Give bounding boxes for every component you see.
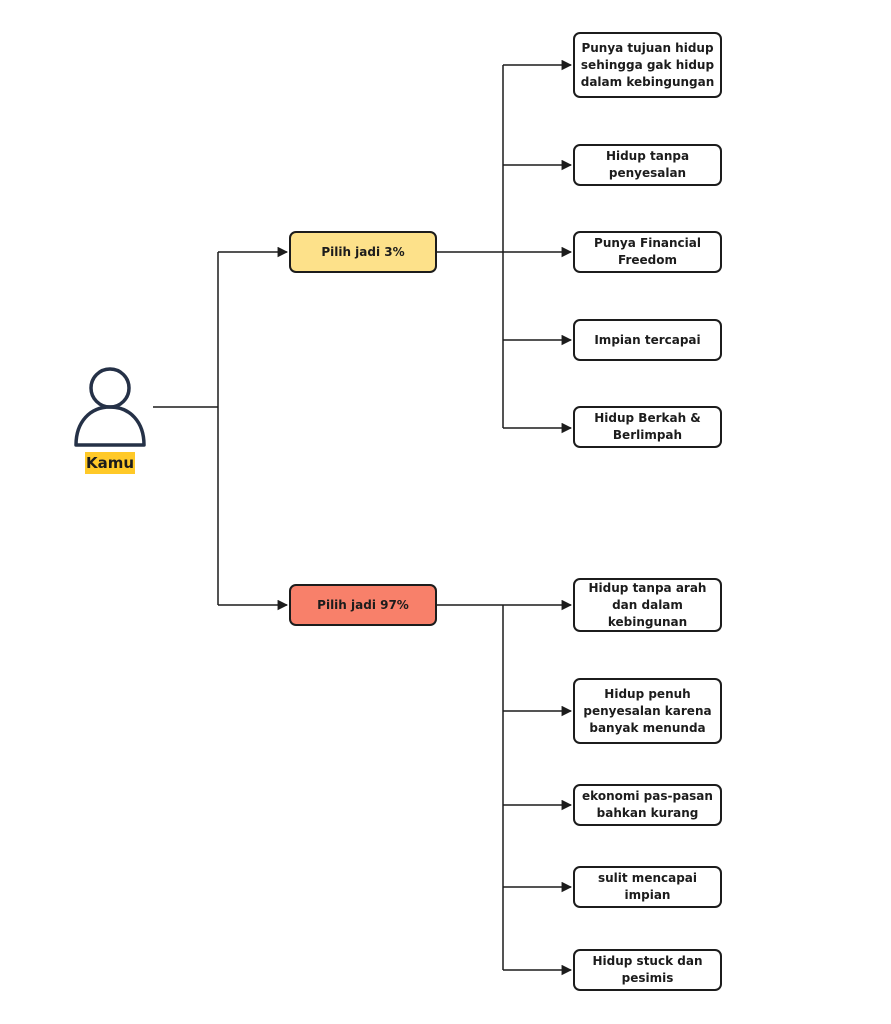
outcome-97-hard-dreams: sulit mencapai impian xyxy=(573,866,722,908)
outcome-97-no-direction: Hidup tanpa arah dan dalam kebingunan xyxy=(573,578,722,632)
outcome-3-blessed: Hidup Berkah & Berlimpah xyxy=(573,406,722,448)
outcome-97-regret: Hidup penuh penyesalan karena banyak men… xyxy=(573,678,722,744)
outcome-97-stuck: Hidup stuck dan pesimis xyxy=(573,949,722,991)
person-icon xyxy=(74,367,146,447)
choice-3-percent: Pilih jadi 3% xyxy=(289,231,437,273)
choice-97-percent: Pilih jadi 97% xyxy=(289,584,437,626)
outcome-3-dreams-achieved: Impian tercapai xyxy=(573,319,722,361)
outcome-97-tight-economy: ekonomi pas-pasan bahkan kurang xyxy=(573,784,722,826)
outcome-3-financial-freedom: Punya Financial Freedom xyxy=(573,231,722,273)
outcome-3-no-regret: Hidup tanpa penyesalan xyxy=(573,144,722,186)
person-label: Kamu xyxy=(85,452,135,474)
outcome-3-purpose: Punya tujuan hidup sehingga gak hidup da… xyxy=(573,32,722,98)
